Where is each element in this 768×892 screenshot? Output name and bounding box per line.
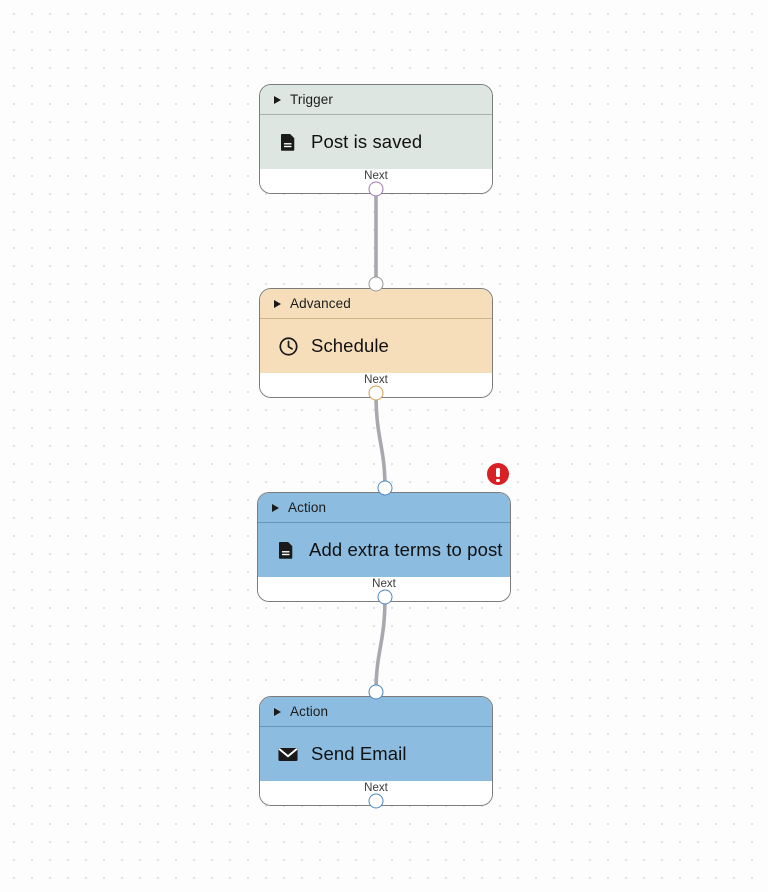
node-body-trigger[interactable]: Post is saved (260, 114, 492, 169)
node-title: Add extra terms to post (309, 539, 503, 560)
node-header-advanced[interactable]: Advanced (260, 289, 492, 318)
node-category-label: Action (288, 500, 327, 515)
node-header-action[interactable]: Action (258, 493, 510, 522)
node-title: Schedule (311, 335, 389, 356)
error-exclamation-icon[interactable] (487, 463, 509, 485)
node-body-action[interactable]: Send Email (260, 726, 492, 781)
exclamation-glyph (496, 467, 501, 482)
port-trigger-output[interactable] (368, 181, 384, 197)
node-body-action[interactable]: Add extra terms to post (258, 522, 510, 577)
node-category-label: Advanced (290, 296, 351, 311)
clock-icon (277, 335, 299, 357)
disclosure-triangle-icon[interactable] (272, 503, 279, 512)
disclosure-triangle-icon[interactable] (274, 707, 281, 716)
envelope-icon (277, 743, 299, 765)
workflow-node-advanced[interactable]: Advanced Schedule Next (259, 288, 493, 398)
workflow-node-trigger[interactable]: Trigger Post is saved Next (259, 84, 493, 194)
next-label: Next (364, 782, 388, 794)
next-label: Next (364, 374, 388, 386)
node-category-label: Trigger (290, 92, 333, 107)
port-action-send-email-output[interactable] (368, 793, 384, 809)
document-icon (275, 539, 297, 561)
node-header-action[interactable]: Action (260, 697, 492, 726)
node-header-trigger[interactable]: Trigger (260, 85, 492, 114)
next-label: Next (372, 578, 396, 590)
workflow-node-action-add-terms[interactable]: Action Add extra terms to post Next (257, 492, 511, 602)
node-title: Send Email (311, 743, 407, 764)
port-action-add-terms-input[interactable] (377, 480, 393, 496)
next-label: Next (364, 170, 388, 182)
node-title: Post is saved (311, 131, 423, 152)
port-advanced-input[interactable] (368, 276, 384, 292)
disclosure-triangle-icon[interactable] (274, 299, 281, 308)
node-body-advanced[interactable]: Schedule (260, 318, 492, 373)
port-action-add-terms-output[interactable] (377, 589, 393, 605)
port-advanced-output[interactable] (368, 385, 384, 401)
document-icon (277, 131, 299, 153)
port-action-send-email-input[interactable] (368, 684, 384, 700)
workflow-node-action-send-email[interactable]: Action Send Email Next (259, 696, 493, 806)
node-category-label: Action (290, 704, 329, 719)
wire-action1-to-action2 (374, 595, 387, 694)
wire-advanced-to-action1 (374, 391, 387, 490)
disclosure-triangle-icon[interactable] (274, 95, 281, 104)
